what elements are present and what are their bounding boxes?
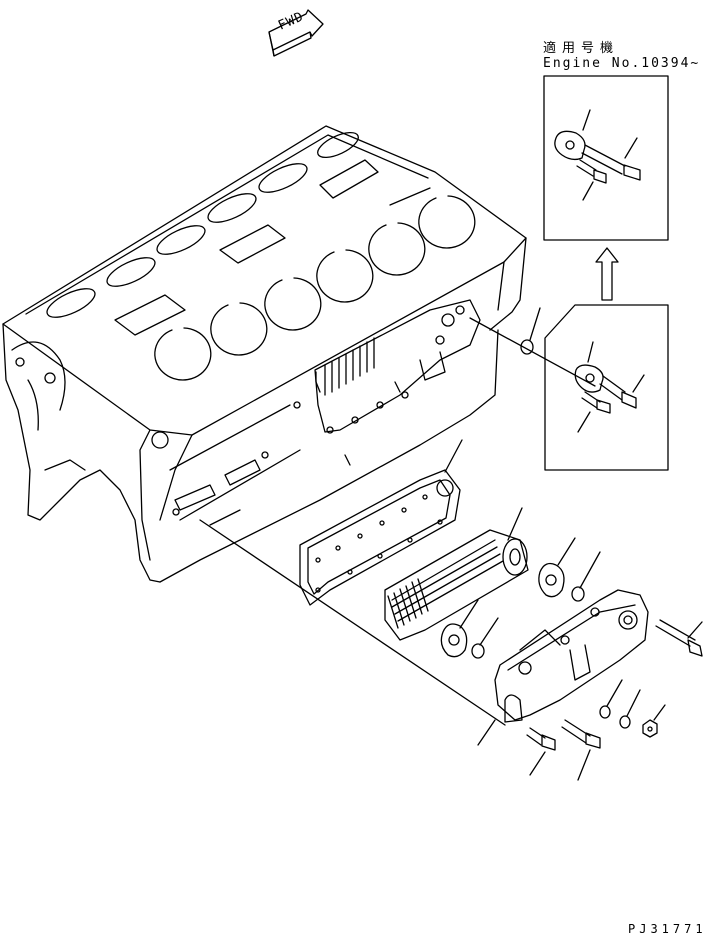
flange-o-ring-callout — [529, 307, 541, 341]
bolt-left-callout — [529, 751, 546, 776]
applicability-engine-number: Engine No.10394~ — [543, 56, 701, 71]
upper-o-ring — [571, 551, 601, 602]
cylinder-bores — [154, 195, 476, 381]
oil-cooler-gasket — [299, 439, 463, 606]
long-bolt-callout — [687, 621, 703, 639]
block-side-features — [172, 401, 351, 526]
gasket-callout — [444, 439, 463, 473]
flange-o-ring — [520, 307, 541, 355]
engine-block — [2, 125, 527, 583]
applicability-label-jp: 適用号機 — [543, 41, 620, 56]
lower-gasket — [440, 599, 479, 658]
bolt-middle-callout — [577, 749, 591, 781]
up-arrow-icon — [595, 247, 619, 301]
cover-callout — [477, 719, 496, 746]
upper-gasket — [538, 537, 576, 598]
flange-bolt-callout — [632, 374, 645, 393]
forward-arrow-icon — [268, 9, 324, 57]
lower-o-ring — [471, 617, 499, 659]
upper-gasket-callout — [557, 537, 576, 566]
upper-o-ring-callout — [579, 551, 601, 589]
washer-callout — [606, 679, 623, 707]
assembly-leader-line — [199, 519, 506, 726]
flange-leader-line — [469, 317, 596, 387]
installed-oil-cooler — [314, 299, 481, 434]
cooler-cover — [477, 589, 649, 746]
new-flange-bolt-callout — [624, 137, 638, 159]
flange-callout — [587, 341, 594, 363]
long-bolt-right — [655, 619, 703, 657]
oil-cooler-core — [384, 507, 529, 641]
spring-washer-callout — [626, 689, 641, 717]
bolt-lower-middle — [561, 719, 601, 781]
detail-box-new-spec — [543, 75, 669, 241]
new-flange-bolt-short-callout — [582, 181, 594, 201]
deck-pockets — [114, 159, 431, 336]
head-ovals — [46, 131, 359, 318]
page-id: PJ31771 — [628, 922, 707, 936]
spring-washer — [619, 689, 641, 729]
lower-gasket-callout — [459, 599, 479, 629]
washer — [599, 679, 623, 719]
nut — [642, 704, 666, 738]
core-callout — [507, 507, 523, 541]
detail-box-standard — [544, 304, 669, 471]
flange-bolt-short-callout — [577, 411, 591, 433]
nut-callout — [653, 704, 666, 721]
lower-o-ring-callout — [479, 617, 499, 646]
new-flange-callout — [582, 109, 591, 131]
bolt-lower-left — [526, 727, 556, 776]
